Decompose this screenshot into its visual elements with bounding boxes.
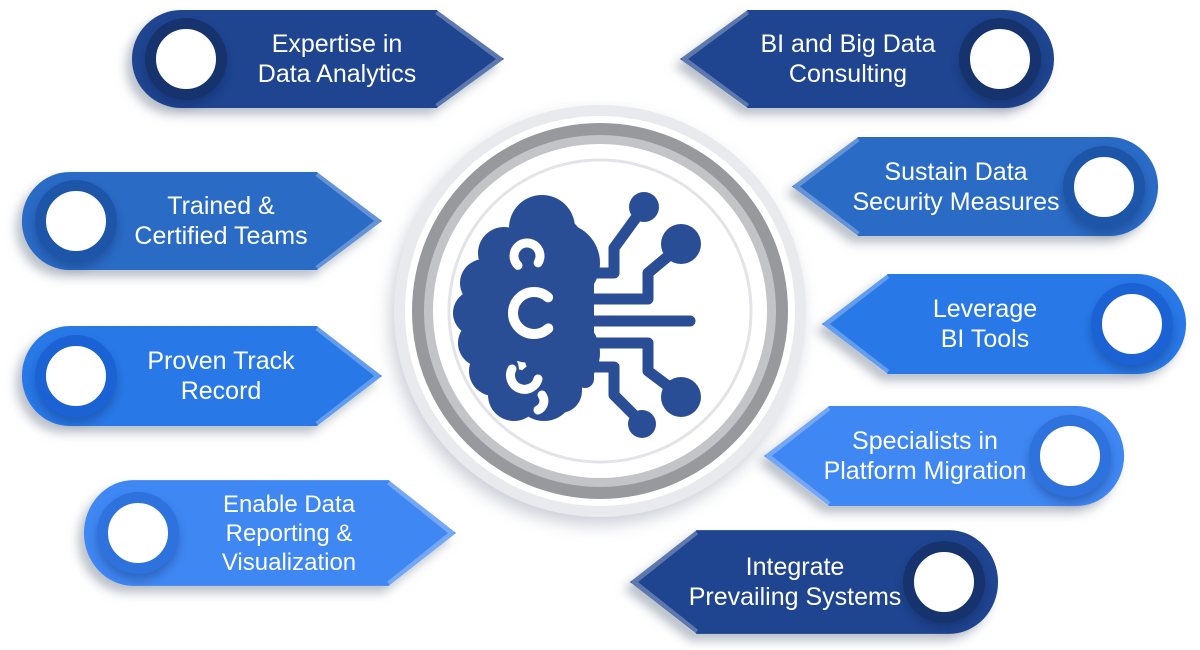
banner-label: Expertise in Data Analytics [230,8,444,110]
brain-squiggles [506,238,560,415]
banner-label-line: Security Measures [852,187,1060,216]
banner-leverage-bi-tools: Leverage BI Tools [820,272,1188,376]
banner-proven-track-record: Proven Track Record [20,324,384,428]
banner-label-line: Consulting [788,60,908,88]
banner-label-line: Enable Data [222,490,356,518]
banner-label-line: Integrate [745,553,845,581]
banner-label-line: Reporting & [225,519,353,547]
arrow-ribbon-shape [679,9,1055,109]
brain-lobe [453,195,600,421]
circuit-traces [582,192,701,438]
banner-label: Specialists in Platform Migration [823,404,1027,508]
banner-label-line: Visualization [221,548,357,576]
arrow-ribbon-shape [21,171,383,271]
arrow-ribbon-shape [83,480,457,586]
banner-label-line: Proven Track [147,347,295,375]
bullet-circle [903,541,985,623]
arrow-ribbon-shape [629,530,999,634]
banner-specialists-in-platform-migration: Specialists in Platform Migration [762,404,1126,508]
banner-sustain-data-security-measures: Sustain Data Security Measures [790,135,1160,238]
banner-label: Leverage BI Tools [882,272,1088,376]
brain-circuit-icon [394,105,806,517]
banner-label-line: BI and Big Data [760,30,936,58]
central-emblem [392,103,808,519]
banner-label-line: Certified Teams [134,222,308,250]
banner-label-line: Platform Migration [823,457,1027,485]
banner-label-line: Expertise in [271,30,403,58]
banner-label-line: Trained & [167,192,275,220]
banner-enable-data-reporting-visualization: Enable Data Reporting & Visualization [82,478,458,588]
arrow-ribbon-shape [21,326,383,426]
banner-label-line: Sustain Data [884,157,1028,186]
bullet-circle [145,18,227,100]
arrow-ribbon-shape [763,406,1125,506]
banner-trained-certified-teams: Trained & Certified Teams [20,170,384,272]
banner-label: BI and Big Data Consulting [740,8,956,110]
banner-label-line: BI Tools [940,325,1030,353]
bullet-circle [35,180,117,262]
banner-label-line: Specialists in [852,427,998,455]
banner-integrate-prevailing-systems: Integrate Prevailing Systems [628,528,1000,636]
bullet-circle [35,335,117,417]
banner-label: Sustain Data Security Measures [852,135,1060,238]
banner-label-line: Prevailing Systems [688,583,902,611]
bullet-circle [1091,283,1173,365]
banner-label-line: Leverage [932,295,1038,323]
banner-label: Trained & Certified Teams [120,170,322,272]
banner-bi-and-big-data-consulting: BI and Big Data Consulting [678,8,1056,110]
arrow-ribbon-shape [791,136,1159,237]
bullet-circle [1063,145,1145,228]
banner-label: Integrate Prevailing Systems [688,528,902,636]
banner-label: Enable Data Reporting & Visualization [182,478,396,588]
bullet-circle [97,492,179,574]
banner-label-line: Record [180,377,262,405]
arrow-ribbon-shape [131,9,505,109]
banner-label-line: Data Analytics [257,60,417,88]
banner-expertise-in-data-analytics: Expertise in Data Analytics [130,8,506,110]
banner-label: Proven Track Record [120,324,322,428]
bullet-circle [1029,415,1111,497]
arrow-ribbon-shape [821,274,1187,374]
bullet-circle [959,18,1041,100]
